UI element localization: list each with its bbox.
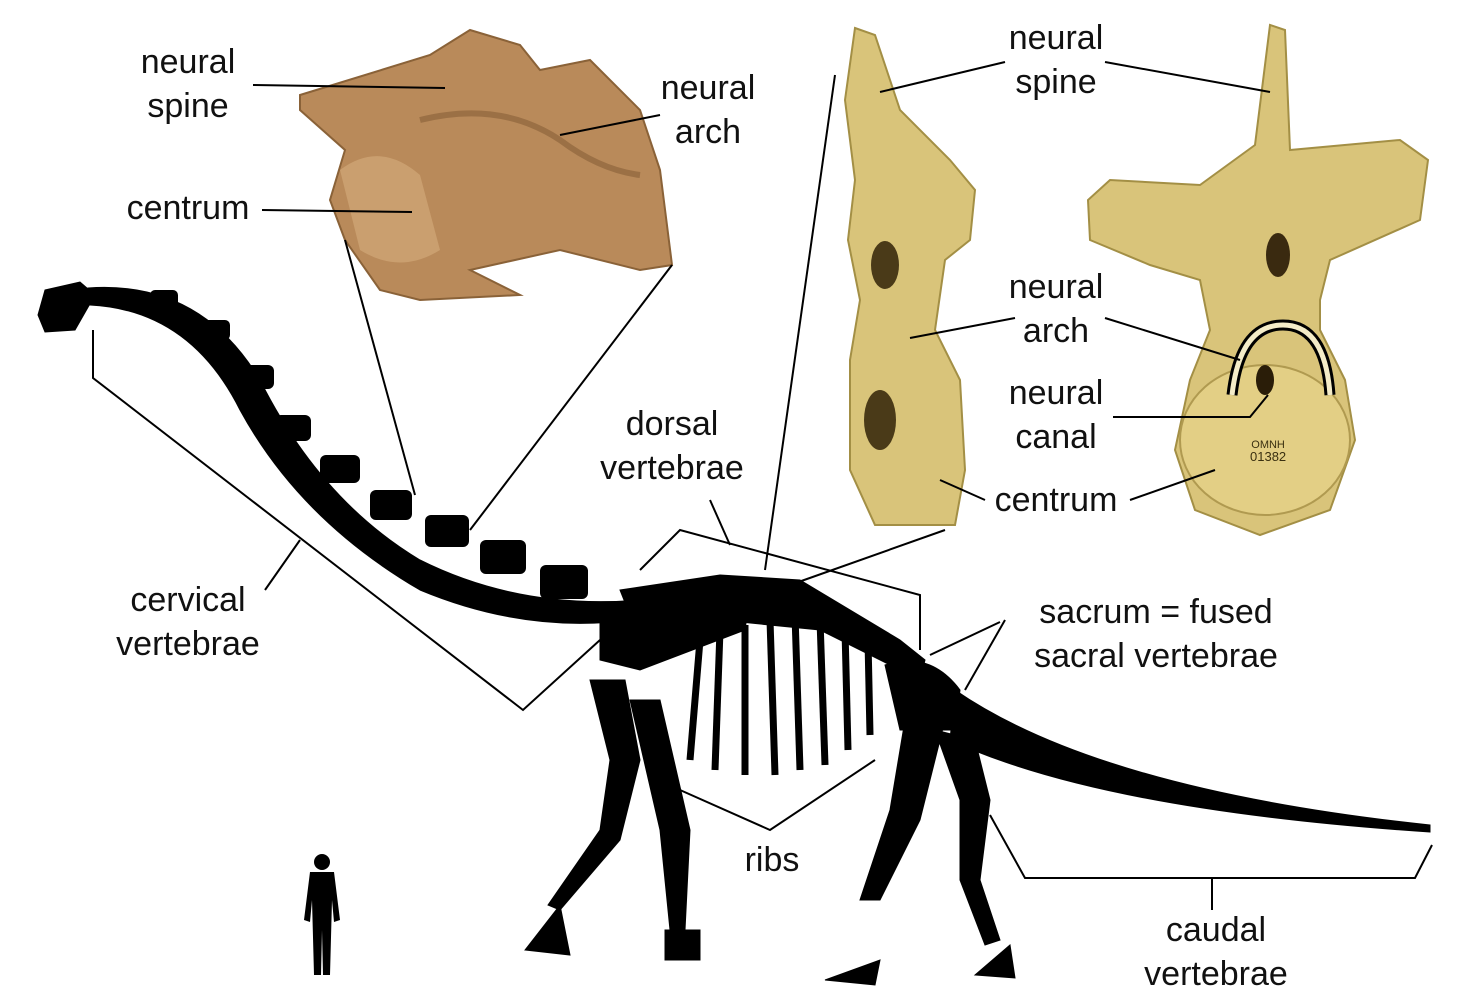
label-line: spine <box>1015 63 1097 101</box>
label-line: vertebrae <box>1144 955 1288 993</box>
label-centrum-cervical: centrum <box>127 186 250 230</box>
label-line: vertebrae <box>116 625 260 663</box>
specimen-collection: OMNH <box>1251 439 1285 451</box>
label-line: ribs <box>744 841 800 879</box>
sauropod-skeleton <box>37 281 1431 986</box>
label-line: cervical <box>130 581 246 619</box>
label-line: caudal <box>1165 911 1267 949</box>
label-line: neural <box>1008 374 1104 412</box>
label-line: spine <box>147 87 229 125</box>
label-line: sacrum = fused <box>1039 593 1273 631</box>
label-sacrum: sacrum = fused sacral vertebrae <box>1034 590 1278 678</box>
label-line: neural <box>660 69 756 107</box>
label-neural-spine-dorsal: neural spine <box>1009 16 1104 104</box>
label-line: neural <box>140 43 236 81</box>
dorsal-vertebra-lateral-photo <box>843 26 977 526</box>
label-centrum-dorsal: centrum <box>995 478 1118 522</box>
human-scale-silhouette <box>304 854 340 975</box>
label-dorsal-vertebrae: dorsal vertebrae <box>600 402 744 490</box>
label-line: canal <box>1015 418 1097 456</box>
label-ribs: ribs <box>745 838 800 882</box>
label-line: neural <box>1008 268 1104 306</box>
dorsal-vertebra-anterior-photo <box>1086 23 1430 537</box>
label-line: centrum <box>994 481 1118 519</box>
leader-lines <box>92 61 1433 910</box>
label-cervical-vertebrae: cervical vertebrae <box>116 578 260 666</box>
label-neural-arch-dorsal: neural arch <box>1009 265 1104 353</box>
label-line: dorsal <box>625 405 719 443</box>
label-line: arch <box>674 113 742 151</box>
label-line: neural <box>1008 19 1104 57</box>
label-neural-spine-cervical: neural spine <box>141 40 236 128</box>
label-caudal-vertebrae: caudal vertebrae <box>1144 908 1288 996</box>
label-neural-canal: neural canal <box>1009 371 1104 459</box>
label-line: centrum <box>126 189 250 227</box>
label-line: vertebrae <box>600 449 744 487</box>
label-line: arch <box>1022 312 1090 350</box>
label-line: sacral vertebrae <box>1034 637 1278 675</box>
specimen-id: 01382 <box>1250 449 1287 464</box>
label-neural-arch-cervical: neural arch <box>661 66 756 154</box>
